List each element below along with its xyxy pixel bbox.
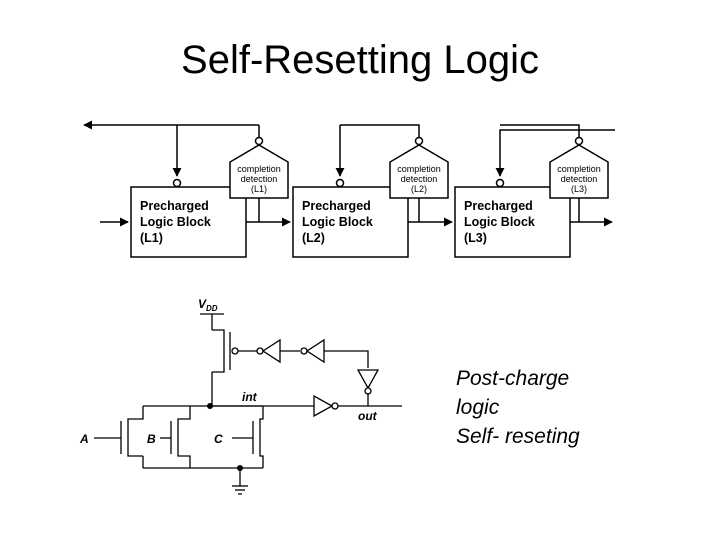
svg-text:Precharged: Precharged xyxy=(464,199,533,213)
int-label: int xyxy=(242,390,258,404)
precharge-bubble-l3 xyxy=(495,178,505,188)
note-line: logic xyxy=(456,396,500,419)
completion-detector-l2: completion detection (L2) xyxy=(389,136,449,199)
delay-inverter-2 xyxy=(300,338,325,364)
svg-text:detection: detection xyxy=(241,174,278,184)
svg-text:Logic Block: Logic Block xyxy=(140,215,211,229)
svg-text:completion: completion xyxy=(237,164,281,174)
pipeline xyxy=(83,120,615,227)
svg-text:(L2): (L2) xyxy=(411,184,427,194)
completion-detector-l3: completion detection (L3) xyxy=(549,136,609,199)
output-inverter xyxy=(313,394,339,418)
nmos-c xyxy=(232,406,264,468)
vdd-label: VDD xyxy=(198,297,218,313)
logic-block-l2: Precharged Logic Block (L2) xyxy=(292,186,409,258)
precharge-bubble-l1 xyxy=(172,178,182,188)
logic-block-l1: Precharged Logic Block (L1) xyxy=(130,186,247,258)
svg-text:(L1): (L1) xyxy=(140,231,163,245)
input-c-label: C xyxy=(214,432,223,446)
svg-text:completion: completion xyxy=(397,164,441,174)
out-label: out xyxy=(358,409,378,423)
int-node-dot xyxy=(207,403,213,409)
svg-text:(L2): (L2) xyxy=(302,231,325,245)
nmos-a xyxy=(94,406,144,457)
feedback-right-to-l3 xyxy=(495,129,615,177)
precharge-bubble-l2 xyxy=(335,178,345,188)
feedback-l3-to-l2 xyxy=(500,124,580,137)
note-line: Self- reseting xyxy=(456,425,580,448)
input-b-label: B xyxy=(147,432,156,446)
svg-text:Logic Block: Logic Block xyxy=(302,215,373,229)
delay-inverter-1 xyxy=(256,338,281,364)
slide-title: Self-Resetting Logic xyxy=(181,38,539,82)
svg-text:Precharged: Precharged xyxy=(140,199,209,213)
gnd-node-dot xyxy=(237,465,243,471)
svg-text:Precharged: Precharged xyxy=(302,199,371,213)
side-notes: Post-charge logic Self- reseting xyxy=(456,364,580,451)
self-resetting-gate-circuit xyxy=(94,313,402,495)
svg-text:detection: detection xyxy=(561,174,598,184)
svg-text:detection: detection xyxy=(401,174,438,184)
feedback-l2-to-l1 xyxy=(340,124,420,137)
completion-detector-l1: completion detection (L1) xyxy=(229,136,289,199)
svg-text:(L3): (L3) xyxy=(464,231,487,245)
nmos-b xyxy=(160,406,191,468)
svg-text:Logic Block: Logic Block xyxy=(464,215,535,229)
feedback-inverter xyxy=(356,369,380,395)
svg-text:(L3): (L3) xyxy=(571,184,587,194)
note-line: Post-charge xyxy=(456,367,570,390)
svg-text:(L1): (L1) xyxy=(251,184,267,194)
ground-icon xyxy=(232,485,248,495)
pmos-precharge-transistor xyxy=(212,329,239,373)
input-a-label: A xyxy=(79,432,89,446)
svg-text:completion: completion xyxy=(557,164,601,174)
